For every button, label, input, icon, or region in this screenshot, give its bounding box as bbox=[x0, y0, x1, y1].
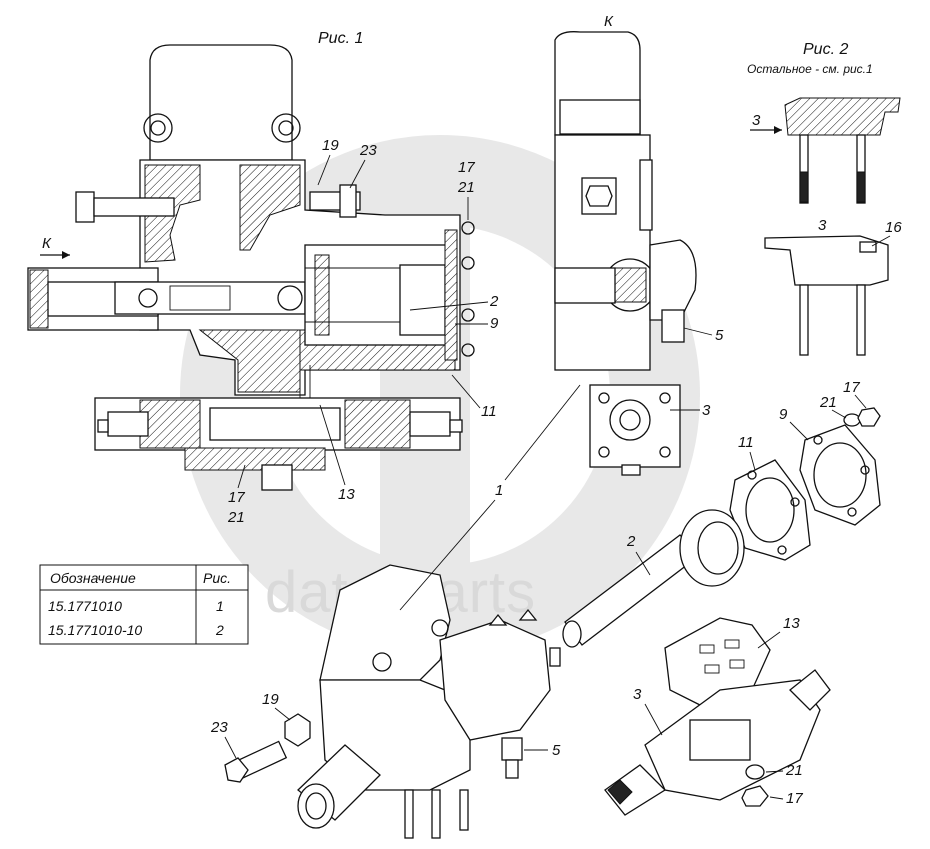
callout-16-fig2: 16 bbox=[885, 219, 902, 236]
fig1-title: Рис. 1 bbox=[318, 30, 363, 47]
exploded-view bbox=[224, 407, 881, 839]
table-row-2-fig: 2 bbox=[215, 622, 224, 638]
fig1-section-view bbox=[27, 44, 475, 491]
callout-3-fig2-b: 3 bbox=[818, 217, 827, 234]
callout-3-view: 3 bbox=[702, 402, 711, 419]
fig2-cover-section bbox=[784, 97, 901, 204]
callout-21-exp: 21 bbox=[819, 394, 837, 411]
view-label-k-left: К bbox=[42, 235, 52, 252]
callout-21-top: 21 bbox=[457, 179, 475, 196]
callout-19-exp: 19 bbox=[262, 691, 279, 708]
table-row-2-designation: 15.1771010-10 bbox=[48, 622, 142, 638]
view-label-k-top: К bbox=[604, 13, 614, 30]
fig2-title: Рис. 2 bbox=[803, 41, 848, 58]
table-row-1-designation: 15.1771010 bbox=[48, 598, 122, 614]
callout-1-exp: 1 bbox=[495, 482, 503, 499]
callout-5-view: 5 bbox=[715, 327, 724, 344]
fig2-subtitle: Остальное - см. рис.1 bbox=[747, 62, 873, 76]
callout-2-exp: 2 bbox=[626, 533, 636, 550]
designation-table: Обозначение Рис. 15.1771010 1 15.1771010… bbox=[39, 564, 249, 645]
callout-11-exp: 11 bbox=[738, 434, 754, 451]
callout-3-exp: 3 bbox=[633, 686, 642, 703]
callout-17-top: 17 bbox=[458, 159, 475, 176]
callout-17-bottom: 17 bbox=[228, 489, 245, 506]
callout-17-exp2: 17 bbox=[786, 790, 803, 807]
callout-9-exp: 9 bbox=[779, 406, 788, 423]
callout-17-exp: 17 bbox=[843, 379, 860, 396]
callout-13-fig1: 13 bbox=[338, 486, 355, 503]
table-header-designation: Обозначение bbox=[50, 570, 136, 586]
table-header-fig: Рис. bbox=[203, 570, 231, 586]
view-k-side bbox=[554, 31, 697, 476]
fig2-cover-view bbox=[764, 235, 889, 356]
callout-3-fig2-a: 3 bbox=[752, 112, 761, 129]
callout-21-exp2: 21 bbox=[785, 762, 803, 779]
callout-2-fig1: 2 bbox=[489, 293, 499, 310]
callout-23-top: 23 bbox=[359, 142, 377, 159]
callout-23-exp: 23 bbox=[210, 719, 228, 736]
callout-21-bottom: 21 bbox=[227, 509, 245, 526]
callout-11-fig1: 11 bbox=[481, 403, 497, 420]
callout-9-fig1: 9 bbox=[490, 315, 499, 332]
callout-13-exp: 13 bbox=[783, 615, 800, 632]
table-row-1-fig: 1 bbox=[216, 598, 224, 614]
callout-5-exp: 5 bbox=[552, 742, 561, 759]
callout-19-top: 19 bbox=[322, 137, 339, 154]
